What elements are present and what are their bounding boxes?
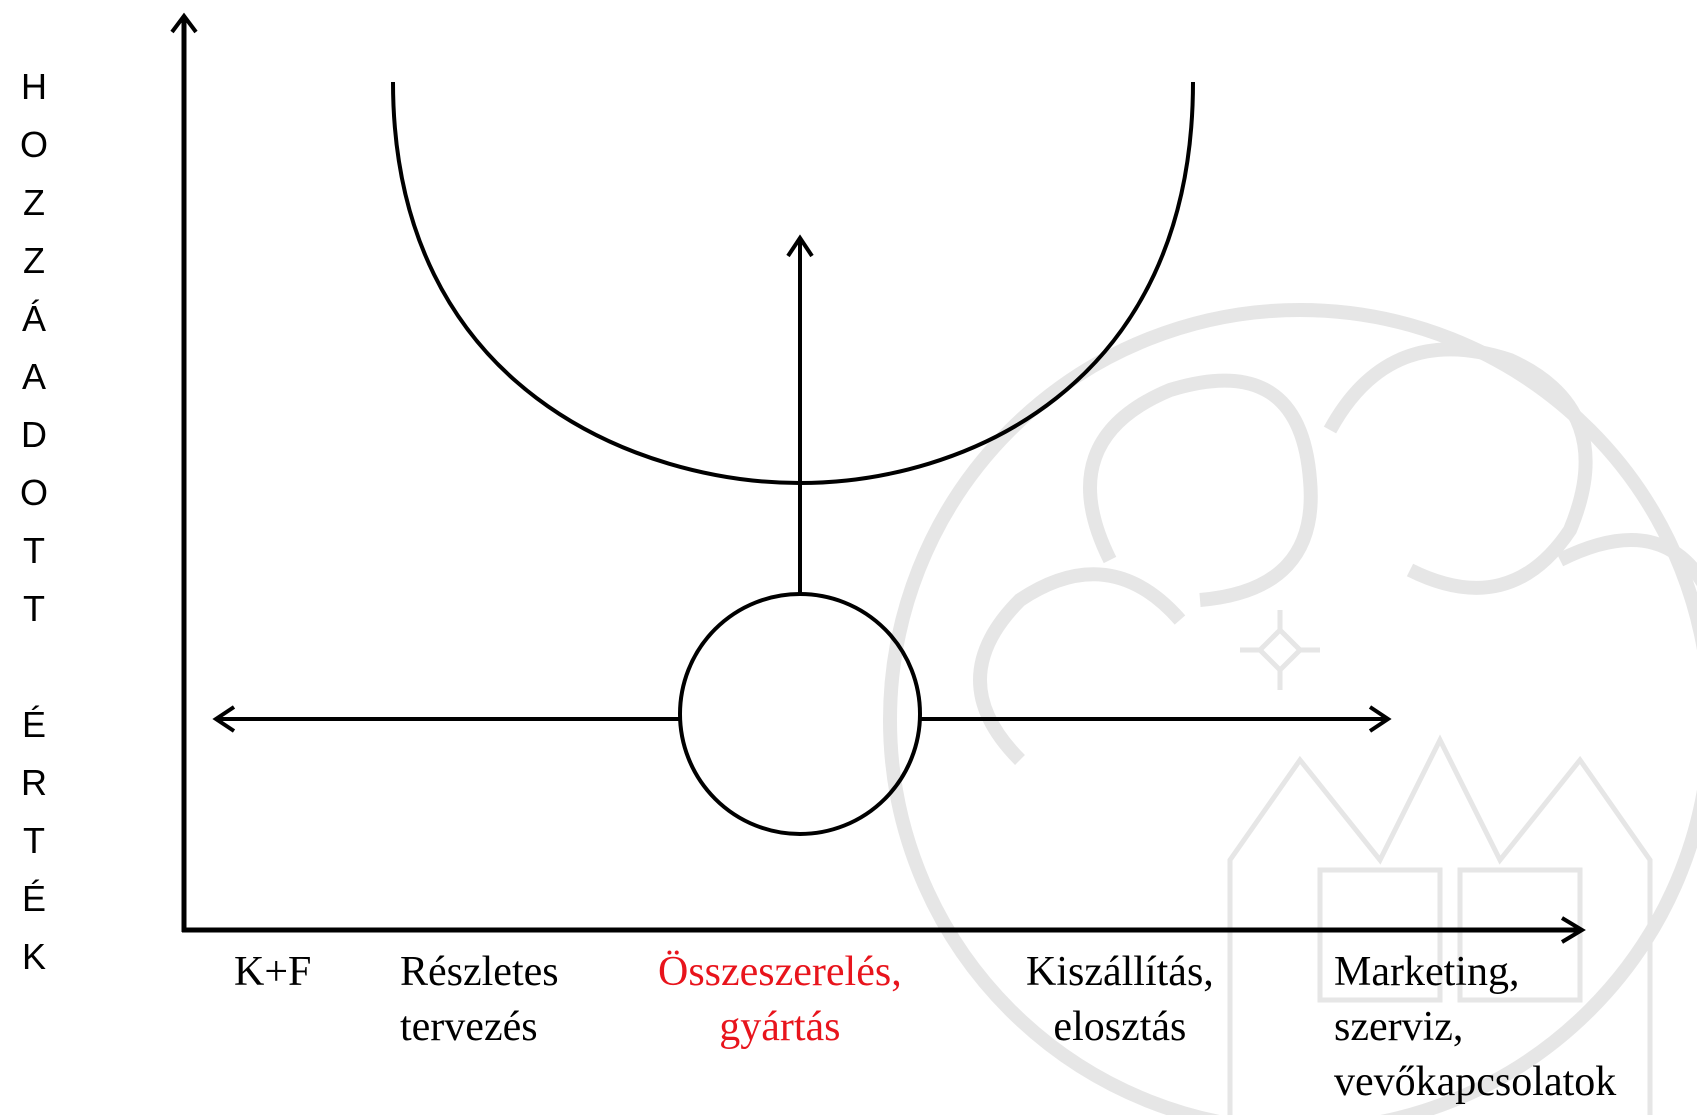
category-line: gyártás [719, 1004, 841, 1050]
vertical-arrowhead [786, 234, 814, 258]
y-letter: A [21, 356, 46, 397]
y-letter: O [19, 124, 48, 165]
category-line: szerviz, [1334, 1004, 1464, 1050]
right-arrowhead [1368, 705, 1392, 733]
y-letter: T [23, 588, 45, 629]
category-distribution: Kiszállítás, elosztás [1026, 945, 1214, 1055]
y-letter: Z [23, 240, 45, 281]
category-line: Részletes [400, 949, 559, 995]
y-letter: É [21, 704, 46, 745]
y-letter: R [21, 762, 47, 803]
y-letter: Á [21, 298, 46, 339]
production-circle [678, 592, 922, 836]
y-letter: Z [23, 182, 45, 223]
y-axis-arrowhead [170, 12, 198, 34]
category-assembly: Összeszerelés, gyártás [658, 945, 902, 1055]
category-rnd: K+F [234, 945, 311, 1000]
y-letter: T [23, 530, 45, 571]
category-line: vevőkapcsolatok [1334, 1059, 1617, 1105]
y-letter: T [23, 820, 45, 861]
y-letter-gap [14, 638, 54, 696]
category-line: tervezés [400, 1004, 538, 1050]
category-marketing: Marketing, szerviz, vevőkapcsolatok [1334, 945, 1616, 1110]
x-axis-arrowhead [1560, 916, 1586, 944]
y-letter: O [19, 472, 48, 513]
category-line: Összeszerelés, [658, 949, 902, 995]
watermark-emblem [883, 303, 1697, 1115]
category-line: elosztás [1053, 1004, 1187, 1050]
left-arrowhead [212, 705, 236, 733]
category-detailed-design: Részletes tervezés [400, 945, 559, 1055]
smile-curve [391, 81, 1195, 486]
y-letter: H [21, 66, 47, 107]
y-axis-vertical-label: H O Z Z Á A D O T T É R T É K [14, 58, 54, 986]
category-line: Kiszállítás, [1026, 949, 1214, 995]
y-letter: K [21, 936, 46, 977]
y-letter: D [21, 414, 47, 455]
category-line: K+F [234, 949, 312, 995]
y-letter: É [21, 878, 46, 919]
category-line: Marketing, [1334, 949, 1520, 995]
